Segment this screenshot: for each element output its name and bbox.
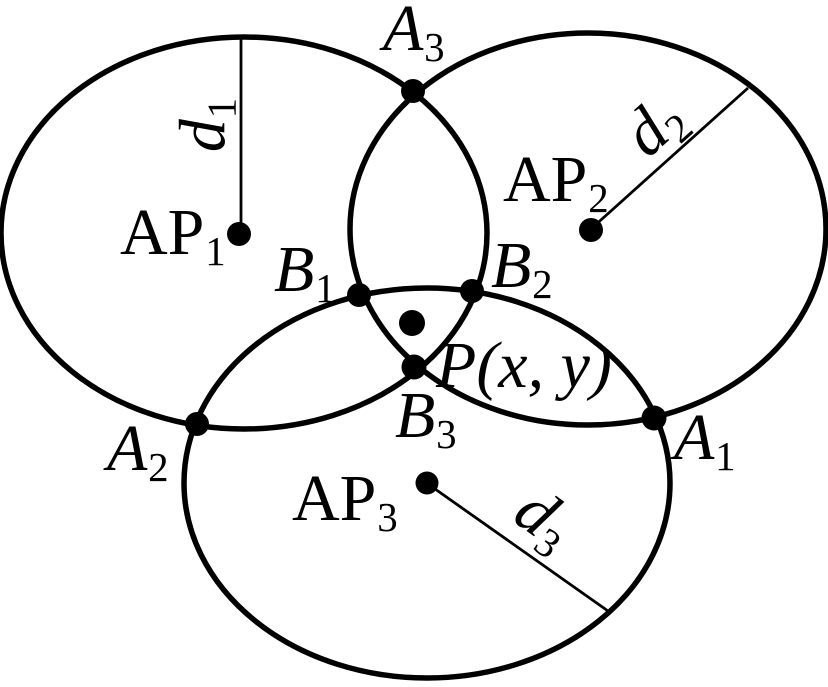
- point-ap3: [415, 471, 439, 495]
- label-p: P(x, y): [436, 329, 612, 402]
- label-b3: B3: [395, 379, 457, 457]
- point-a1: [641, 405, 667, 431]
- label-a3: A3: [383, 0, 445, 70]
- circle-ap3: [181, 285, 673, 681]
- point-b2: [460, 279, 484, 303]
- point-b3: [401, 354, 427, 380]
- point-a2: [185, 412, 209, 436]
- label-a2: A2: [107, 412, 169, 490]
- label-d1: d1: [166, 97, 245, 153]
- label-b2: B2: [491, 229, 553, 307]
- label-a1: A1: [674, 401, 736, 479]
- label-ap1: AP1: [120, 196, 226, 274]
- label-ap2: AP2: [503, 143, 609, 221]
- radius-line-d2: [591, 86, 749, 230]
- label-b1: B1: [274, 233, 336, 311]
- circle-ap2: [347, 30, 828, 428]
- radius-line-d3: [427, 482, 609, 613]
- label-ap3: AP3: [292, 462, 398, 540]
- point-a3: [401, 79, 425, 103]
- point-ap1: [227, 222, 251, 246]
- point-p: [399, 310, 425, 336]
- point-ap2: [579, 218, 603, 242]
- circle-ap1: [0, 34, 490, 432]
- point-b1: [347, 283, 371, 307]
